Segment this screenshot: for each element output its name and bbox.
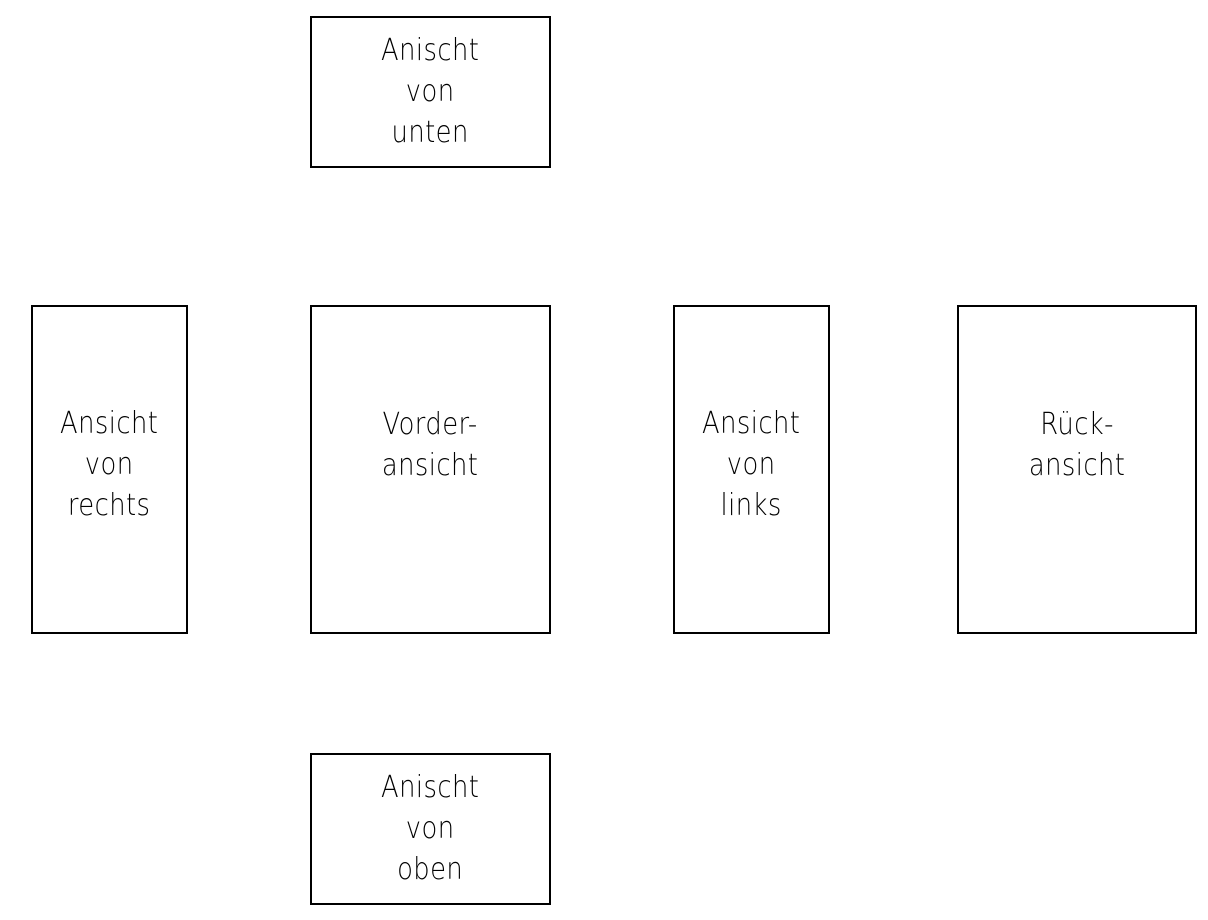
view-from-below-label: Anischt von unten [381,32,480,150]
view-from-left-label: Ansicht von links [702,406,801,523]
view-from-above-box: Anischt von oben [310,753,551,905]
rear-view-label: Rück- ansicht [1028,406,1126,483]
view-from-below-box: Anischt von unten [310,16,551,168]
front-view-label: Vorder- ansicht [382,406,479,483]
view-from-above-label: Anischt von oben [381,769,480,887]
rear-view-box: Rück- ansicht [957,305,1197,634]
front-view-box: Vorder- ansicht [310,305,551,634]
view-from-left-box: Ansicht von links [673,305,830,634]
view-from-right-label: Ansicht von rechts [60,406,159,523]
view-from-right-box: Ansicht von rechts [31,305,188,634]
